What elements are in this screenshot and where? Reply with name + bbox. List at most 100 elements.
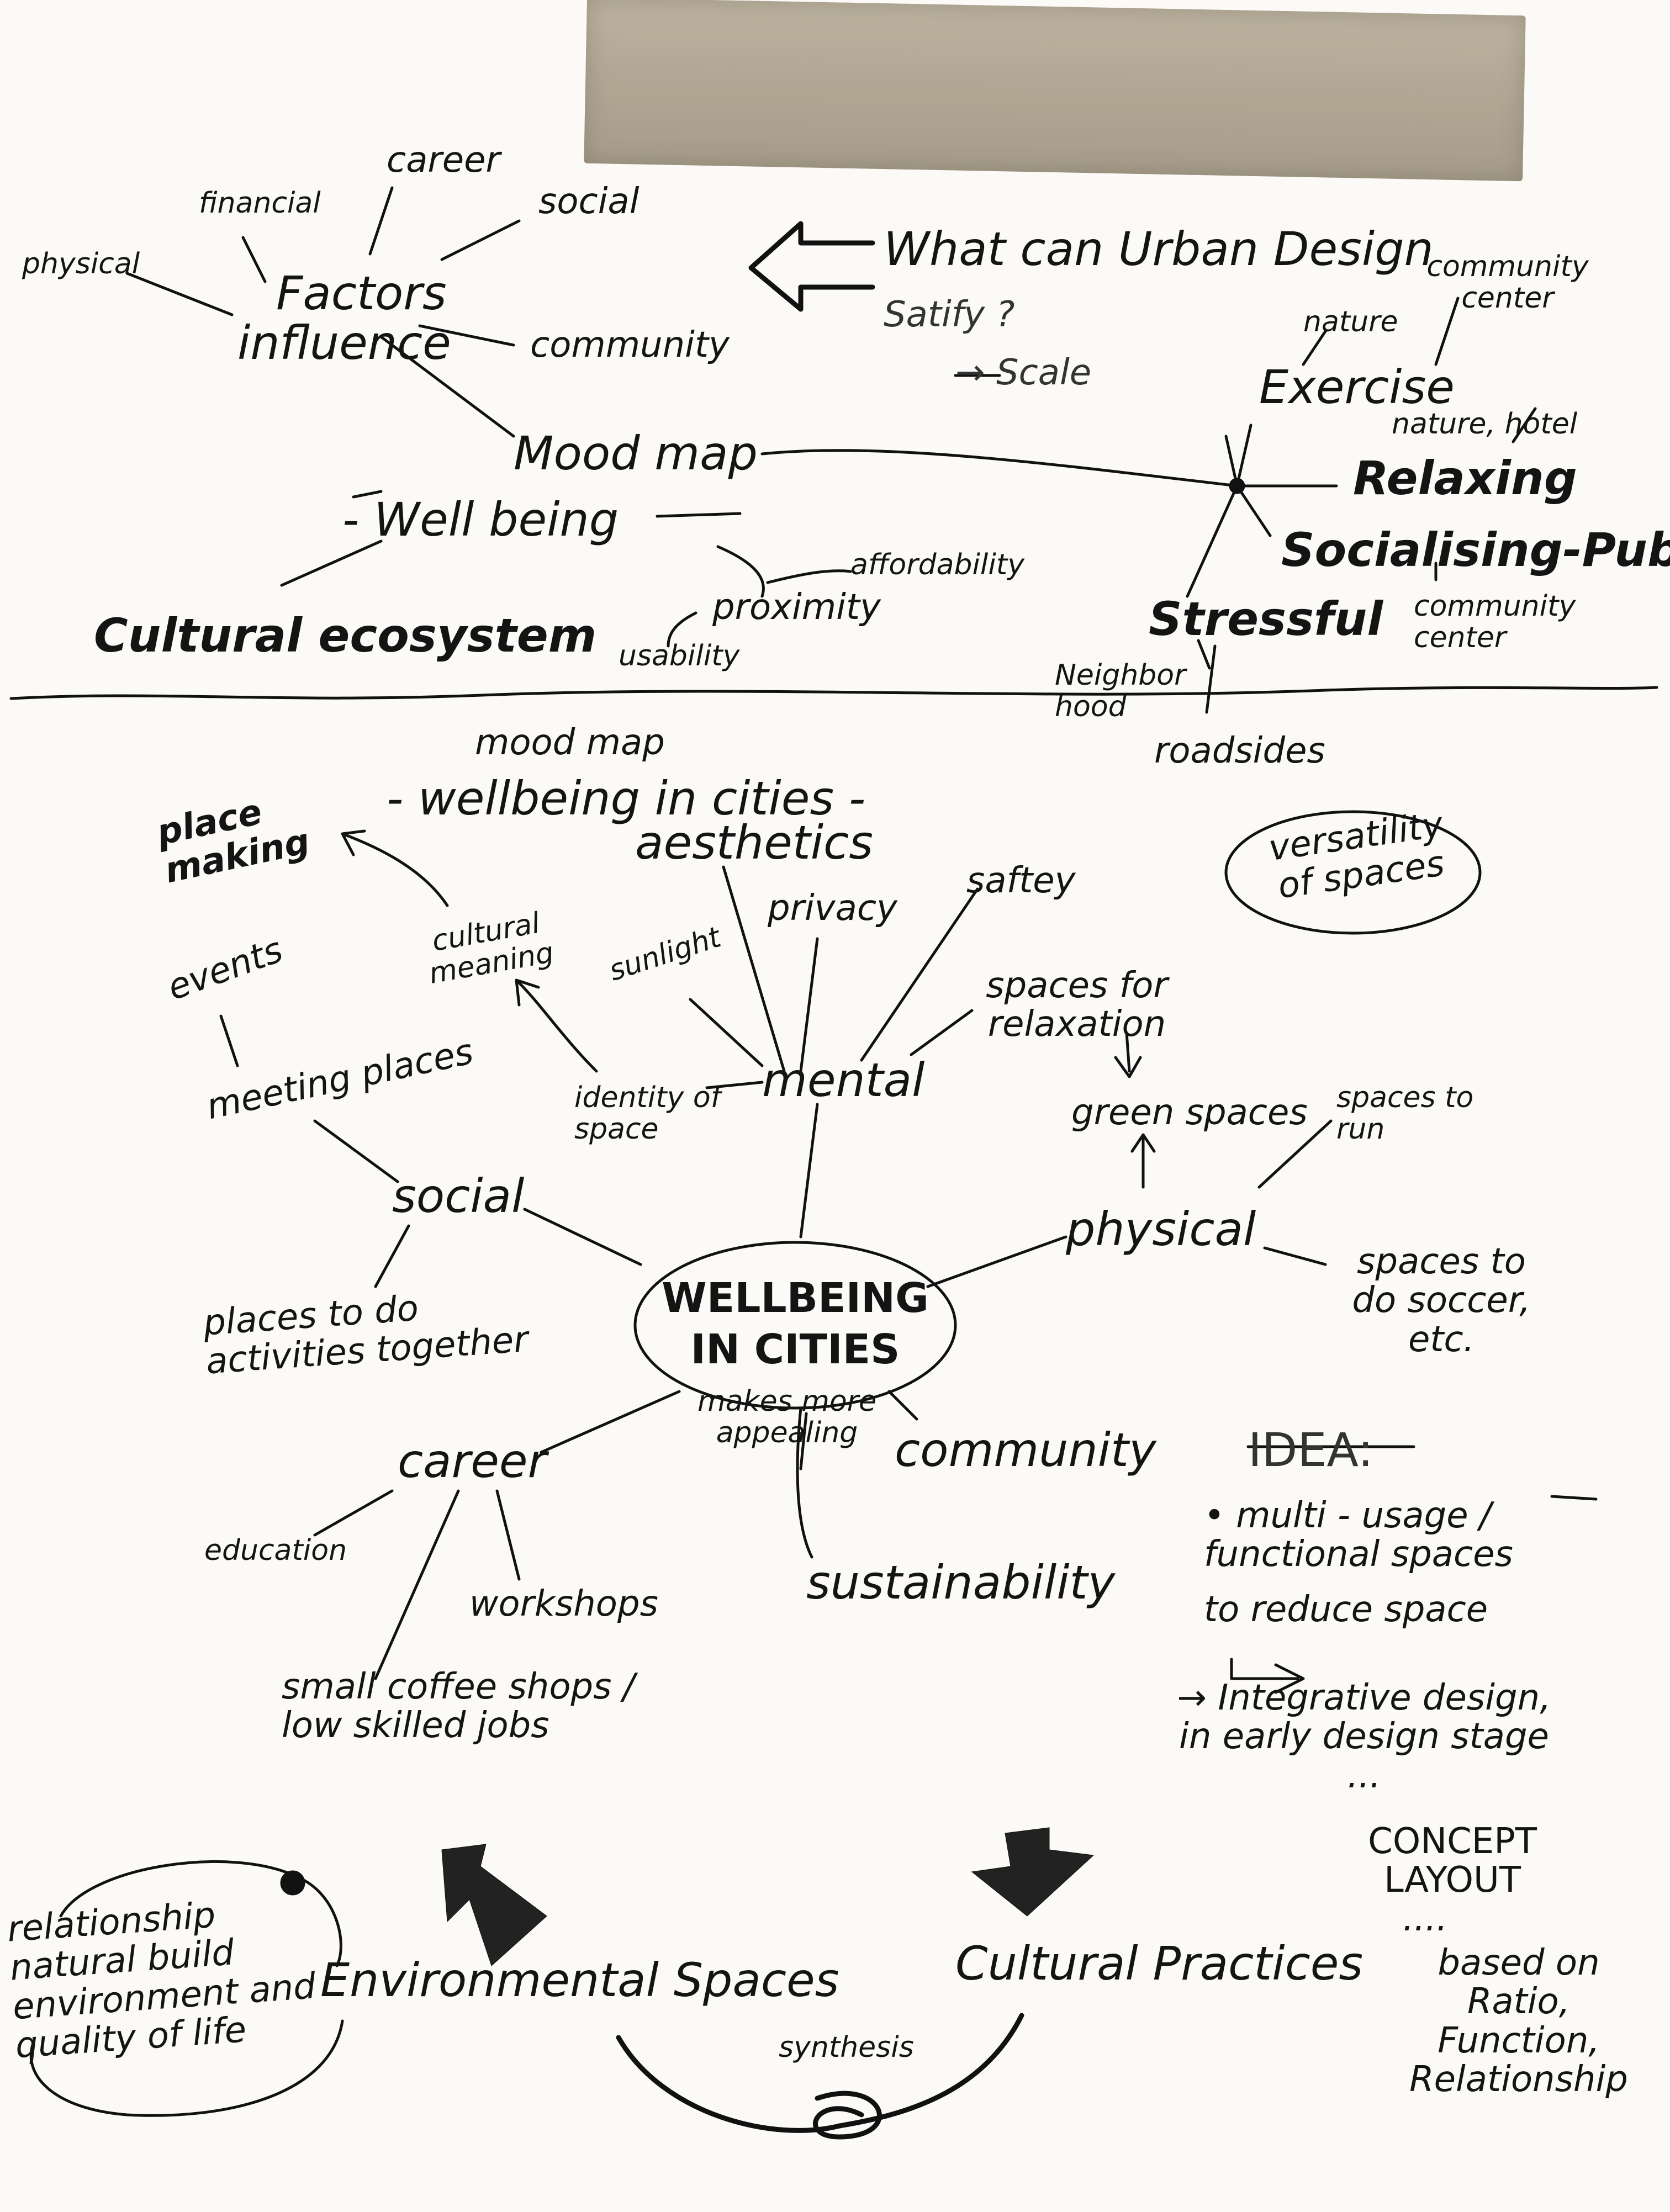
workshops-label: workshops [469,1584,658,1624]
roadsides-label: roadsides [1154,731,1325,771]
usability-label: usability [619,639,740,673]
financial-label: financial [199,187,321,220]
line-wellbeing-right [656,512,742,518]
line-moodmap-star [760,449,1239,488]
line-career-coffee [374,1489,460,1680]
arrow-head-placemaking [341,829,366,856]
based-on-label: based on Ratio, Function, Relationship [1409,1943,1628,2100]
integrative-label: → Integrative design, in early design st… [1177,1677,1551,1796]
line-center-career [540,1390,681,1454]
line-physical-soccer [1263,1246,1327,1266]
environmental-spaces-label: Environmental Spaces [320,1953,839,2007]
community-label: community [530,325,730,366]
social-label: social [392,1169,525,1223]
line-factors-financial [241,236,267,283]
line-center-community [887,1390,918,1421]
line-star-exercise [1235,424,1252,488]
physical-label: physical [22,247,140,281]
line-exercise-nature [1302,330,1327,366]
arrow-cultural-placemaking [341,832,449,907]
line-proximity-usability [667,611,697,648]
idea-bullet: • multi - usage / functional spaces [1204,1495,1513,1575]
question-line1: What can Urban Design [884,222,1434,276]
top-well-being: - Well being [342,493,619,547]
spaces-soccer-label: spaces to do soccer, etc. [1352,1241,1531,1360]
bubble-knot [280,1870,305,1896]
dots-label: .... [1403,1898,1448,1939]
synthesis-curve [616,2013,1024,2133]
line-star-socialising [1235,484,1272,537]
line-wellbeing-left [352,490,383,499]
sustainability-label: sustainability [806,1555,1116,1610]
scale-label: → Scale [955,352,1092,393]
line-idea-right [1550,1495,1598,1501]
synthesis-knot [813,2091,882,2140]
green-spaces-label: green spaces [1071,1092,1308,1133]
socialising-pub-label: Socialising-Pub [1281,523,1670,577]
exercise-label: Exercise [1259,360,1455,414]
career-label: career [387,140,500,181]
proximity-label: proximity [712,587,881,628]
makes-appealing-label: makes more appealing [697,1385,877,1450]
line-stressful-neighborhood [1197,639,1211,670]
line-wellbeing-cultural [280,539,383,587]
idea-heading: IDEA: [1248,1423,1373,1477]
line-mental-safety [860,887,979,1062]
line-physical-run [1257,1119,1333,1189]
line-mental-relaxation [910,1009,974,1056]
arrow-question-left [748,221,875,312]
line-social-places [374,1224,410,1288]
arrow-integrative [1230,1658,1299,1680]
safety-label: saftey [966,860,1076,901]
line-factors-social [440,219,521,261]
line-meeting-social [313,1119,399,1183]
influence-label: influence [237,316,451,370]
line-mental-privacy [799,937,819,1073]
concept-layout-label: CONCEPT LAYOUT [1368,1821,1537,1901]
hatched-arrow-right [971,1827,1095,1917]
factors-label: Factors [276,266,447,320]
wellbeing-cities-title: - wellbeing in cities - [387,771,866,825]
bottom-mood-map: mood map [475,722,665,763]
divider-line [9,686,1658,700]
community-label: community [895,1423,1156,1477]
line-wellbeing-proximity [716,545,765,598]
synthesis-label: synthesis [779,2031,914,2064]
line-career-workshops [495,1489,521,1581]
mental-label: mental [762,1053,925,1107]
line-center-sustainability [796,1406,813,1559]
line-star-stressful [1186,484,1239,598]
cultural-ecosystem-label: Cultural ecosystem [94,608,597,663]
arrow-identity-cultural [517,981,598,1073]
line-mental-sunlight [689,998,764,1067]
cultural-practices-label: Cultural Practices [955,1936,1364,1991]
neighborhood-label: Neighbor hood [1055,659,1186,724]
ellipse-center [633,1241,957,1410]
bubble-relationship-bottom [29,2019,344,2117]
spaces-relaxation-label: spaces for relaxation [986,965,1168,1045]
top-mood-map: Mood map [514,426,758,480]
line-factors-moodmap [379,335,515,438]
bubble-relationship-top [59,1860,342,1967]
relaxing-label: Relaxing [1353,451,1577,505]
line-stressful-roadsides [1205,644,1217,714]
community-center-label-1: community center [1426,250,1589,315]
ellipse-versatility [1224,810,1482,935]
arrow-head-cultural [515,978,540,1007]
affordability-label: affordability [850,548,1024,581]
line-relaxing-naturehotel [1512,407,1537,443]
hatched-arrow-left [441,1844,547,1966]
line-star-tick [1224,435,1239,488]
line-makes-appealing [799,1412,808,1470]
line-mental-center [799,1103,819,1239]
arrow-head-integrative [1274,1663,1305,1694]
line-career-education [313,1489,394,1537]
career-label: career [398,1434,547,1488]
line-factors-community [418,324,515,347]
line-factors-physical [125,272,234,316]
privacy-label: privacy [768,888,897,929]
to-reduce-label: to reduce space [1204,1589,1488,1630]
line-proximity-affordability [766,569,852,584]
